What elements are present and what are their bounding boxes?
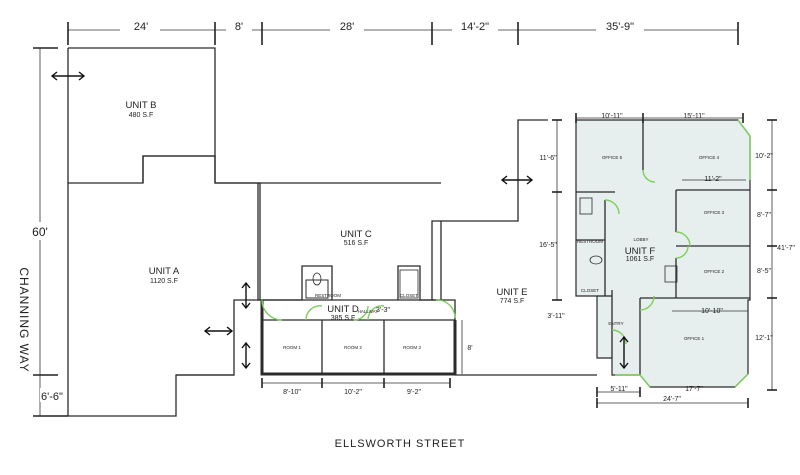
unit-c-outline bbox=[257, 119, 548, 301]
entry-arrow-unit-e bbox=[500, 175, 534, 185]
unit-f-dim-right-office3: 8'-7" bbox=[757, 212, 771, 219]
unit-f-dim-top-right: 15'-11" bbox=[683, 113, 705, 120]
entry-arrow-unit-a bbox=[203, 326, 234, 336]
unit-f-dim-office1-top: 10'-10" bbox=[701, 308, 723, 315]
unit-d-dim-hall: 3'-3" bbox=[376, 307, 390, 314]
unit-f-dim-total-bottom: 24'-7" bbox=[663, 396, 681, 403]
unit-e-area: 774 S.F bbox=[500, 298, 525, 305]
unit-f-dim-right-office2: 8'-5" bbox=[757, 268, 771, 275]
unit-f-dim-lines bbox=[552, 113, 777, 408]
unit-a-outline bbox=[67, 155, 261, 417]
unit-a-name: UNIT A bbox=[149, 266, 180, 277]
unit-d-room3-label: ROOM 3 bbox=[403, 345, 421, 350]
unit-d-room1-label: ROOM 1 bbox=[283, 345, 301, 350]
dim-top-5: 35'-9" bbox=[606, 21, 634, 33]
unit-f-dim-inner-top: 11'-2" bbox=[704, 176, 722, 183]
unit-f-closet-label: CLOSET bbox=[581, 288, 599, 293]
unit-f-dim-left-top: 11'-6" bbox=[539, 155, 557, 162]
unit-f-name: UNIT F bbox=[625, 246, 656, 257]
unit-f-dim-left-bottom: 3'-11" bbox=[547, 313, 565, 320]
unit-c-top bbox=[214, 156, 258, 184]
unit-f-area: 1061 S.F bbox=[626, 256, 654, 263]
unit-f-office2-label: OFFICE 2 bbox=[704, 269, 725, 274]
unit-c-name: UNIT C bbox=[340, 229, 372, 240]
unit-f-dim-office1-bottom: 17'-7" bbox=[685, 386, 703, 393]
unit-a-area: 1120 S.F bbox=[150, 278, 178, 285]
unit-d-hallway-label: HALLWAY bbox=[358, 309, 379, 314]
unit-f-office4-label: OFFICE 4 bbox=[699, 155, 720, 160]
unit-d-closet-label: CLOSET bbox=[400, 293, 418, 298]
unit-c-right bbox=[432, 221, 442, 301]
unit-c-area: 516 S.F bbox=[344, 240, 369, 247]
street-label-left: CHANNING WAY bbox=[17, 267, 31, 372]
entry-arrow-unit-f bbox=[619, 335, 629, 370]
unit-b-name: UNIT B bbox=[126, 100, 157, 111]
entry-arrow-unit-c-2 bbox=[241, 341, 251, 370]
unit-d-bottom-dims bbox=[261, 378, 451, 388]
unit-f bbox=[575, 119, 751, 388]
unit-f-dim-right-total: 41'-7" bbox=[777, 245, 795, 252]
unit-f-office5-label: OFFICE 5 bbox=[602, 155, 623, 160]
unit-d-area: 385 S.F bbox=[331, 315, 356, 322]
unit-d-dim-bottom-1: 8'-10" bbox=[283, 389, 301, 396]
unit-b-area: 480 S.F bbox=[129, 112, 154, 119]
unit-e-outline bbox=[454, 320, 597, 376]
unit-f-office1-label: OFFICE 1 bbox=[684, 336, 705, 341]
unit-f-office3-label: OFFICE 3 bbox=[704, 210, 725, 215]
dim-top-1: 24' bbox=[134, 21, 148, 33]
entry-arrow-unit-b bbox=[50, 71, 86, 81]
unit-d-dim-right: 8' bbox=[467, 345, 472, 352]
unit-f-dim-entry-bottom: 5'-11" bbox=[610, 386, 628, 393]
unit-d-dim-bottom-2: 10'-2" bbox=[344, 389, 362, 396]
unit-f-entry-label: ENTRY bbox=[608, 321, 623, 326]
unit-d-restroom-label: RESTROOM bbox=[315, 293, 341, 298]
unit-d-name: UNIT D bbox=[327, 304, 359, 315]
unit-f-lobby-label: LOBBY bbox=[633, 237, 648, 242]
dim-top-4: 14'-2" bbox=[461, 21, 489, 33]
unit-f-dim-right-office1: 12'-1" bbox=[755, 335, 773, 342]
unit-d-dim-bottom-3: 9'-2" bbox=[407, 389, 421, 396]
dim-top-2: 8' bbox=[235, 21, 243, 33]
unit-d-room2-label: ROOM 2 bbox=[344, 345, 362, 350]
street-label-bottom: ELLSWORTH STREET bbox=[335, 438, 466, 450]
unit-e-name: UNIT E bbox=[497, 287, 528, 298]
unit-f-dim-right-office4: 10'-2" bbox=[755, 153, 773, 160]
unit-f-dim-top-left: 10'-11" bbox=[601, 113, 623, 120]
unit-f-dim-left-mid: 16'-5" bbox=[539, 242, 557, 249]
entry-arrow-unit-c-1 bbox=[241, 281, 251, 310]
dim-top-3: 28' bbox=[340, 21, 354, 33]
unit-f-restroom-label: RESTROOM bbox=[577, 239, 603, 244]
unit-d bbox=[260, 265, 457, 376]
dim-left-total: 60' bbox=[32, 225, 48, 239]
dim-left-bottom: 6'-6" bbox=[41, 391, 63, 403]
